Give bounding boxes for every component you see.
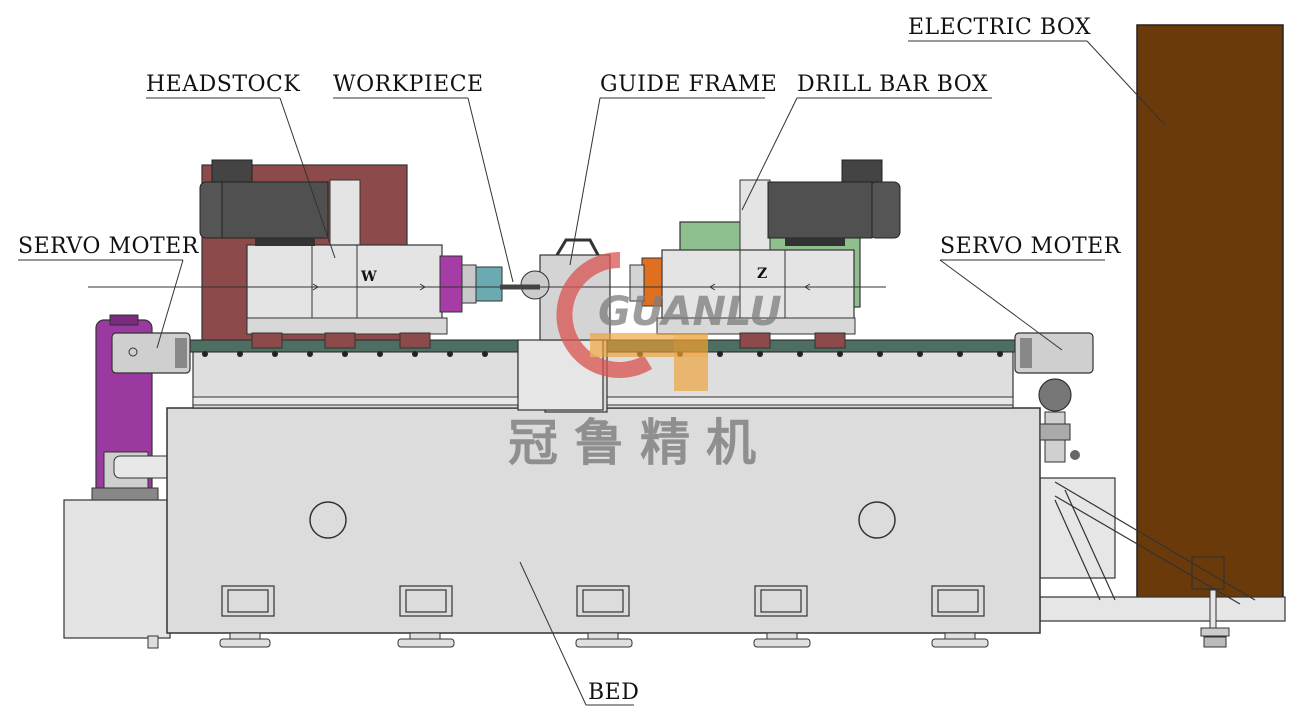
label-bed: BED: [588, 680, 640, 705]
guanlu-logo: GUANLU: [556, 251, 782, 391]
upper-bed: [192, 349, 1014, 409]
left-servo-motor: [111, 332, 191, 374]
drill-bar-box: Z: [629, 159, 901, 349]
label-servo-moter-right: SERVO MOTER: [940, 234, 1121, 259]
leader-lines: [18, 40, 1166, 706]
left-base-box: [63, 499, 171, 649]
headstock-axis-letter: W: [360, 269, 377, 285]
drill-bar-axis-letter: Z: [757, 266, 767, 282]
label-workpiece: WORKPIECE: [333, 72, 484, 97]
left-servo-column: [91, 314, 175, 501]
brand-english-text: GUANLU: [598, 289, 782, 335]
bed-windows: [221, 585, 985, 617]
label-guide-frame: GUIDE FRAME: [600, 72, 778, 97]
label-servo-moter-left: SERVO MOTER: [18, 234, 199, 259]
headstock: W: [199, 159, 503, 349]
right-servo-motor: [1014, 332, 1094, 463]
label-drill-bar-box: DRILL BAR BOX: [797, 72, 989, 97]
label-electric-box: ELECTRIC BOX: [908, 15, 1092, 40]
brand-chinese-text: 冠鲁精机: [508, 414, 772, 472]
electric-box-support: [1039, 477, 1286, 648]
bed-feet: [219, 632, 989, 648]
label-headstock: HEADSTOCK: [146, 72, 301, 97]
electric-box: [1136, 24, 1284, 608]
